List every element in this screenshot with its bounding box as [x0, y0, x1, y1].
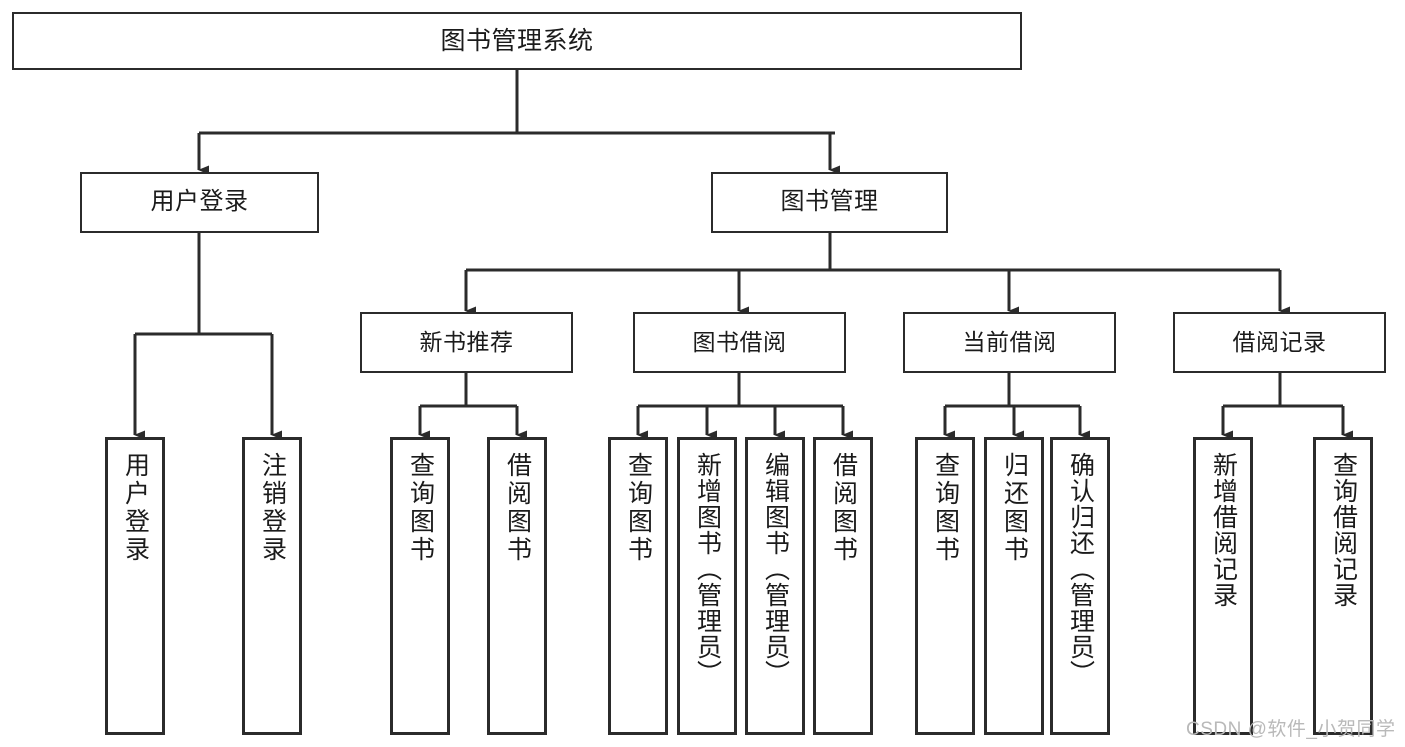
- node-root-label: 图书管理系统: [440, 27, 594, 55]
- node-leaf-edit-book-admin[interactable]: 编辑图书（管理员）: [745, 437, 805, 735]
- node-leaf-user-login-label: 用户登录: [121, 452, 150, 564]
- node-book-borrow-label: 图书借阅: [692, 328, 787, 355]
- node-leaf-query-book-borrow[interactable]: 查询图书: [608, 437, 668, 735]
- node-book-management[interactable]: 图书管理: [711, 172, 948, 233]
- node-current-borrow-label: 当前借阅: [962, 328, 1057, 355]
- node-book-management-label: 图书管理: [780, 188, 879, 216]
- node-root-book-management-system[interactable]: 图书管理系统: [12, 12, 1022, 70]
- node-current-borrow[interactable]: 当前借阅: [903, 312, 1116, 373]
- node-leaf-query-borrow-record[interactable]: 查询借阅记录: [1313, 437, 1373, 735]
- node-leaf-user-login[interactable]: 用户登录: [105, 437, 165, 735]
- node-book-borrow[interactable]: 图书借阅: [633, 312, 846, 373]
- node-leaf-query-book-recommend[interactable]: 查询图书: [390, 437, 450, 735]
- node-leaf-query-borrow-record-label: 查询借阅记录: [1329, 452, 1358, 608]
- node-leaf-borrow-book[interactable]: 借阅图书: [813, 437, 873, 735]
- node-borrow-record-label: 借阅记录: [1232, 328, 1327, 355]
- node-leaf-add-borrow-record[interactable]: 新增借阅记录: [1193, 437, 1253, 735]
- node-leaf-return-book[interactable]: 归还图书: [984, 437, 1044, 735]
- node-leaf-return-book-label: 归还图书: [1000, 452, 1029, 564]
- node-leaf-confirm-return-admin[interactable]: 确认归还（管理员）: [1050, 437, 1110, 735]
- node-leaf-query-book-recommend-label: 查询图书: [406, 452, 435, 564]
- node-user-login-label: 用户登录: [150, 188, 249, 216]
- node-leaf-query-book-current[interactable]: 查询图书: [915, 437, 975, 735]
- node-leaf-query-book-borrow-label: 查询图书: [624, 452, 653, 564]
- node-leaf-borrow-book-recommend[interactable]: 借阅图书: [487, 437, 547, 735]
- node-leaf-logout-label: 注销登录: [258, 452, 287, 564]
- node-leaf-add-book-admin-label: 新增图书（管理员）: [693, 452, 722, 686]
- node-leaf-add-book-admin[interactable]: 新增图书（管理员）: [677, 437, 737, 735]
- node-new-book-recommend-label: 新书推荐: [419, 328, 514, 355]
- node-leaf-edit-book-admin-label: 编辑图书（管理员）: [761, 452, 790, 686]
- node-leaf-query-book-current-label: 查询图书: [931, 452, 960, 564]
- node-borrow-record[interactable]: 借阅记录: [1173, 312, 1386, 373]
- node-leaf-borrow-book-recommend-label: 借阅图书: [503, 452, 532, 564]
- node-new-book-recommend[interactable]: 新书推荐: [360, 312, 573, 373]
- node-leaf-logout[interactable]: 注销登录: [242, 437, 302, 735]
- node-leaf-confirm-return-admin-label: 确认归还（管理员）: [1066, 452, 1095, 686]
- node-leaf-add-borrow-record-label: 新增借阅记录: [1209, 452, 1238, 608]
- node-user-login[interactable]: 用户登录: [80, 172, 319, 233]
- node-leaf-borrow-book-label: 借阅图书: [829, 452, 858, 564]
- csdn-watermark: CSDN @软件_小贺同学: [1186, 719, 1396, 740]
